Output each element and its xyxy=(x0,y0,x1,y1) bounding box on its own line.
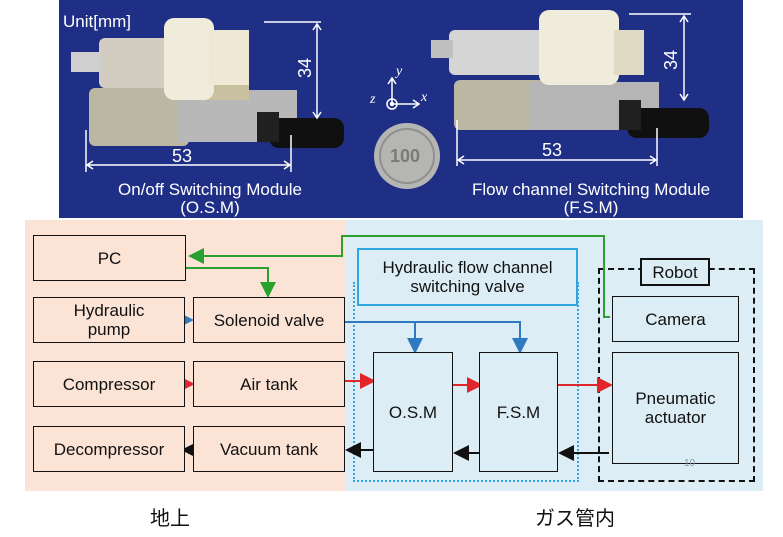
pneumatic-actuator-box: Pneumatic actuator xyxy=(612,352,739,464)
hydraulic-pump-box: Hydraulic pump xyxy=(33,297,185,343)
photo-illustration xyxy=(71,10,709,189)
osm-module-illustration xyxy=(71,18,344,148)
fsm-abbr: (F.S.M) xyxy=(563,198,619,217)
osm-abbr: (O.S.M) xyxy=(180,198,240,217)
coin-text: 100 xyxy=(390,146,421,166)
valve-group-title: Hydraulic flow channel switching valve xyxy=(357,248,578,306)
page-number: 10 xyxy=(684,458,696,469)
in-pipe-section-label: ガス管内 xyxy=(535,508,615,530)
fsm-module-illustration xyxy=(431,10,709,138)
vacuum-tank-box: Vacuum tank xyxy=(193,426,345,472)
module-photo: Unit[mm] 34 53 On/off Switching Module (… xyxy=(59,0,743,218)
ground-section-label: 地上 xyxy=(150,508,190,530)
osm-box: O.S.M xyxy=(373,352,453,472)
fsm-box: F.S.M xyxy=(479,352,558,472)
fsm-width-label: 53 xyxy=(542,140,563,160)
axis-y-label: y xyxy=(396,64,403,79)
air-tank-box: Air tank xyxy=(193,361,345,407)
solenoid-valve-box: Solenoid valve xyxy=(193,297,345,343)
osm-width-label: 53 xyxy=(172,146,193,166)
compressor-box: Compressor xyxy=(33,361,185,407)
robot-label: Robot xyxy=(640,258,710,286)
osm-name: On/off Switching Module xyxy=(118,180,302,199)
fsm-name: Flow channel Switching Module xyxy=(471,180,711,199)
pc-box: PC xyxy=(33,235,186,281)
unit-label: Unit[mm] xyxy=(63,12,131,31)
axis-z-label: z xyxy=(370,92,376,107)
decompressor-box: Decompressor xyxy=(33,426,185,472)
axis-x-label: x xyxy=(421,90,428,105)
coin-illustration xyxy=(374,123,440,189)
camera-box: Camera xyxy=(612,296,739,342)
